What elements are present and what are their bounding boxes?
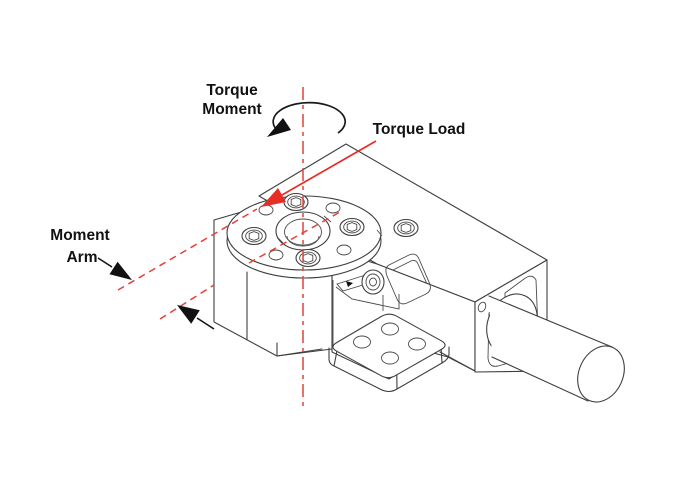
bracket-hole	[353, 335, 371, 349]
mounting-bracket	[328, 313, 450, 393]
recess-small-hole	[477, 301, 487, 313]
torque-load-arrow	[261, 140, 377, 207]
box-bottom-edge	[439, 351, 476, 372]
moment-arm-line-disc	[248, 211, 341, 264]
bracket-hole	[381, 322, 399, 336]
flange-screw	[295, 248, 321, 268]
torque-moment-label-line1: Torque	[206, 82, 258, 99]
torque-load-label: Torque Load	[373, 121, 466, 138]
moment-arm-label-line1: Moment	[50, 227, 109, 244]
rotary-actuator-drawing	[213, 143, 625, 403]
centerlines	[117, 87, 341, 408]
bracket-hole	[381, 351, 399, 365]
flange-hole	[325, 202, 341, 214]
flange-hole	[268, 249, 284, 261]
top-face-screw	[393, 218, 419, 238]
flange-screw	[283, 192, 309, 212]
flange-hole	[336, 244, 352, 256]
load-line-dashed	[117, 208, 258, 291]
bracket-hole	[408, 337, 426, 351]
torque-moment-label-line2: Moment	[202, 101, 261, 118]
lever-mechanism	[332, 253, 431, 348]
moment-arm-line-left	[159, 284, 215, 320]
flange-screw	[241, 226, 267, 246]
motor-cylinder	[486, 293, 625, 403]
flange-screw	[339, 217, 365, 237]
moment-arm-pointer-lower	[177, 305, 215, 330]
moment-arm-label-line2: Arm	[66, 249, 97, 266]
moment-arm-pointer-upper	[97, 257, 132, 280]
rotation-arrow-icon	[267, 101, 347, 137]
